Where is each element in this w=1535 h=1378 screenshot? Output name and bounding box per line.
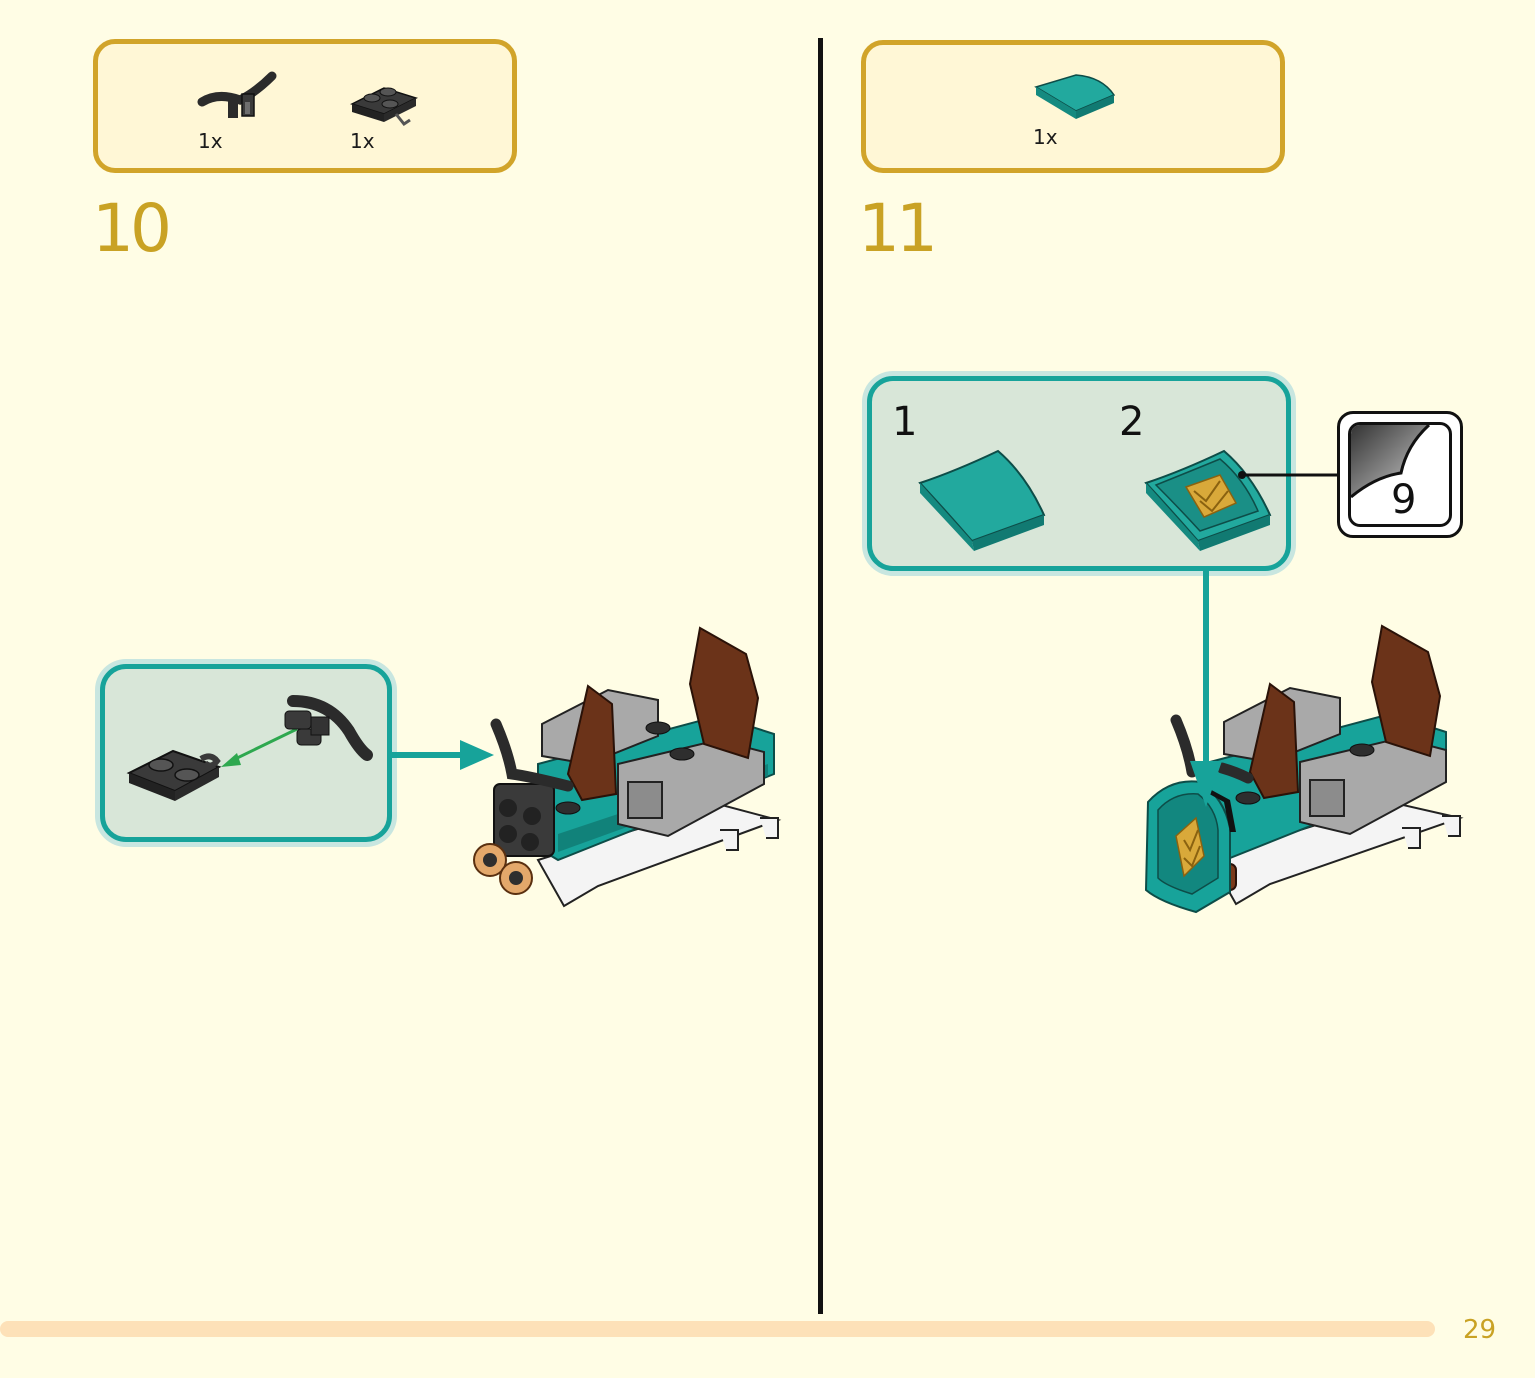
- black-bar-with-clip-icon: [197, 71, 277, 118]
- vehicle-model-step-11: [1144, 624, 1464, 914]
- teal-curved-slope-icon: [1034, 74, 1116, 119]
- callout-step-11: 1 2: [867, 376, 1291, 571]
- substep-number-2: 2: [1119, 399, 1145, 445]
- step-number-11: 11: [858, 190, 938, 267]
- teal-slope-with-sticker-icon: [1144, 449, 1272, 551]
- teal-down-arrow-icon: [1190, 571, 1222, 807]
- black-plate-with-clip-icon: [126, 749, 222, 801]
- parts-list-step-10: 1x 1x: [93, 39, 517, 173]
- page-number: 29: [1463, 1315, 1497, 1345]
- progress-bar: [0, 1321, 1435, 1337]
- black-bar-with-clip-icon: [284, 695, 373, 761]
- teal-arrow-icon: [390, 740, 494, 770]
- sticker-peel-icon: [1351, 425, 1431, 499]
- teal-curved-slope-icon: [918, 449, 1046, 551]
- step-number-10: 10: [92, 190, 172, 267]
- page-divider: [818, 38, 823, 1314]
- callout-step-10: [100, 664, 392, 842]
- sticker-number: 9: [1391, 477, 1417, 523]
- parts-list-step-11: 1x: [861, 40, 1285, 173]
- substep-number-1: 1: [892, 399, 918, 445]
- part-count: 1x: [1033, 125, 1058, 149]
- sticker-sheet: 9: [1348, 422, 1452, 527]
- vehicle-model-step-10: [473, 626, 782, 908]
- part-count: 1x: [350, 129, 375, 153]
- green-arrow-icon: [221, 727, 298, 767]
- black-plate-with-clip-icon: [350, 87, 418, 127]
- part-count: 1x: [198, 129, 223, 153]
- sticker-reference: 9: [1337, 411, 1463, 538]
- sticker-connector-line: [1238, 471, 1340, 479]
